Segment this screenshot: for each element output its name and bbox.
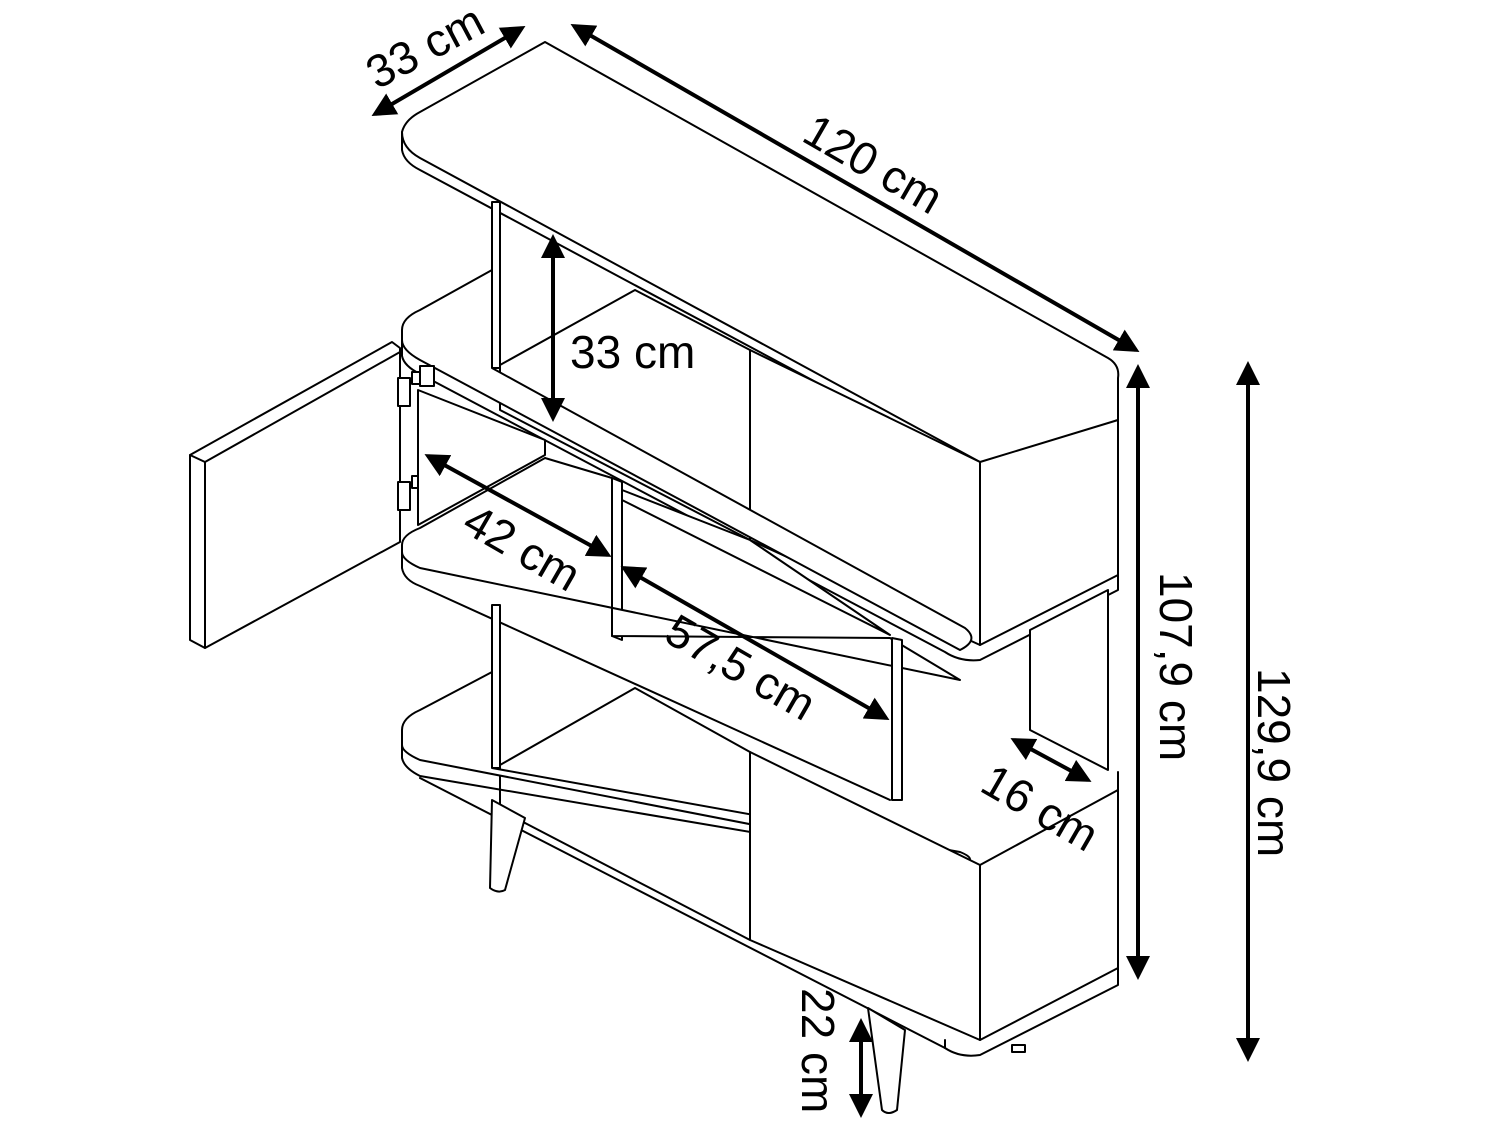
label-total-height: 129,9 cm (1248, 668, 1300, 857)
shelf-depth-arrow (424, 454, 612, 557)
leg-front-right (867, 1007, 906, 1114)
bookshelf-drawing (189, 41, 1120, 1114)
open-door (189, 341, 401, 649)
leg-foot-right (1011, 1044, 1026, 1053)
lower-right-cabinet (749, 751, 981, 1041)
base-board (419, 777, 1119, 1057)
middle-shelf (401, 269, 1119, 662)
hinge-top-icon (397, 365, 435, 407)
inner-depth-arrow (1010, 738, 1092, 782)
compartment-width-arrow (620, 566, 890, 720)
width-arrow (570, 24, 1140, 352)
label-leg-height: 22 cm (792, 988, 844, 1113)
upper-left-divider (491, 201, 501, 369)
label-shelf-height: 33 cm (570, 326, 695, 378)
dimension-lines (371, 24, 1260, 1118)
depth-top-arrow (371, 25, 526, 117)
middle-right-side (1029, 589, 1109, 771)
lower-left-divider (491, 604, 501, 769)
label-body-height: 107,9 cm (1150, 572, 1202, 761)
middle-right-divider (891, 637, 903, 801)
leg-back-left (489, 799, 526, 893)
